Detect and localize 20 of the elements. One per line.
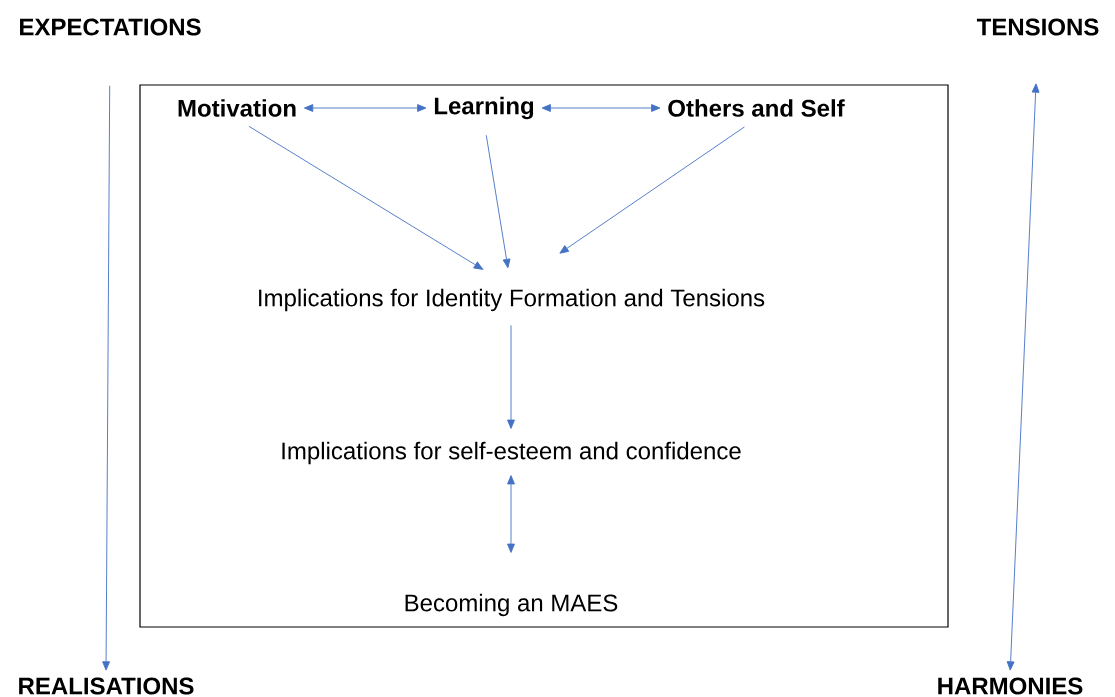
corner-label: EXPECTATIONS: [20, 18, 201, 36]
arrow: [303, 104, 427, 112]
arrow: [559, 126, 745, 254]
topic-label: Learning: [434, 96, 534, 120]
arrow: [1006, 83, 1040, 671]
stage-label: Implications for self-esteem and confidence: [282, 441, 741, 465]
topic-label: Others and Self: [668, 99, 845, 117]
topic-label: Motivation: [178, 99, 296, 117]
stage-label: Implications for Identity Formation and Tensions: [259, 288, 765, 312]
corner-label: TENSIONS: [976, 18, 1099, 36]
arrow: [102, 85, 111, 671]
arrow: [541, 104, 661, 112]
arrow: [248, 125, 484, 270]
corner-label: REALISATIONS: [19, 677, 194, 695]
arrow: [507, 475, 515, 553]
stage-label: Becoming an MAES: [405, 593, 618, 617]
arrow: [507, 324, 515, 429]
frame-box: [139, 84, 949, 628]
arrow: [485, 134, 511, 269]
corner-label: HARMONIES: [938, 677, 1083, 695]
